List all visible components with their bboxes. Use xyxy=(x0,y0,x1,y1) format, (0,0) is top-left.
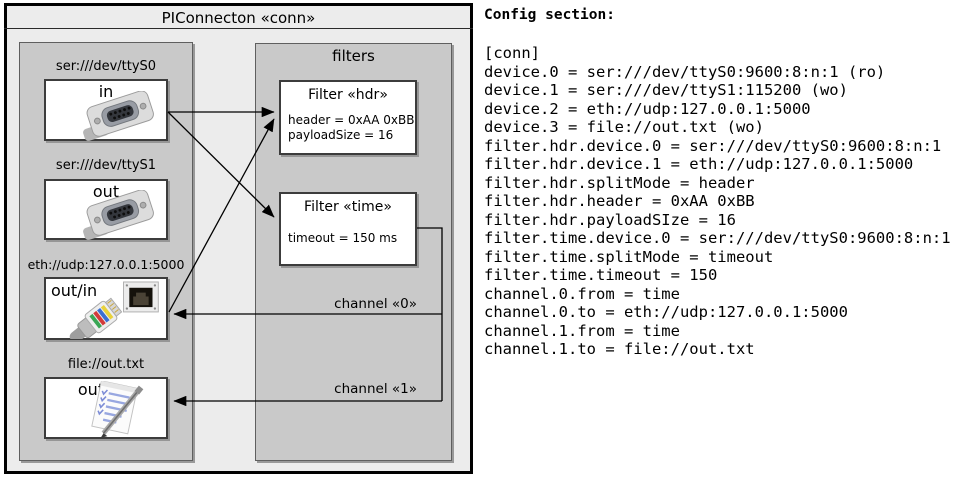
filter-attribute: timeout = 150 ms xyxy=(288,231,398,245)
config-text: [conn] device.0 = ser:///dev/ttyS0:9600:… xyxy=(484,44,951,358)
device-direction: in xyxy=(98,82,114,101)
filter-box-hdr: Filter «hdr» header = 0xAA 0xBB payloadS… xyxy=(279,80,417,155)
device-direction: out xyxy=(92,182,120,201)
frame-title: PIConnecton «conn» xyxy=(161,9,316,27)
device-url-file: file://out.txt xyxy=(67,357,145,372)
serial-connector-icon xyxy=(83,91,154,141)
config-section-heading: Config section: xyxy=(484,7,615,23)
device-url-ttyS0: ser:///dev/ttyS0 xyxy=(55,59,157,74)
channel-1-label: channel «1» xyxy=(334,381,417,397)
device-box-ttyS1: out xyxy=(44,179,168,240)
device-url-ttyS1: ser:///dev/ttyS1 xyxy=(55,158,157,173)
notepad-pen-icon xyxy=(91,381,144,439)
serial-connector-icon xyxy=(83,190,154,240)
device-box-ttyS0: in xyxy=(44,79,168,141)
channel-0-label: channel «0» xyxy=(334,296,417,312)
device-url-eth: eth://udp:127.0.0.1:5000 xyxy=(27,257,185,272)
device-box-file: out xyxy=(44,377,168,439)
pen-icon xyxy=(100,385,144,439)
filter-attribute: payloadSize = 16 xyxy=(288,128,394,142)
device-direction: out/in xyxy=(51,281,98,300)
filter-title: Filter «hdr» xyxy=(308,87,388,103)
filter-title: Filter «time» xyxy=(304,199,392,215)
ethernet-jack-icon xyxy=(123,281,159,313)
ethernet-plug-icon xyxy=(69,297,123,339)
device-box-eth: out/in xyxy=(44,277,168,340)
device-direction: out xyxy=(77,380,105,399)
filter-box-time: Filter «time» timeout = 150 ms xyxy=(279,192,417,266)
ethernet-connector-icon xyxy=(69,281,159,339)
frame-title-bar: PIConnecton «conn» xyxy=(4,3,473,29)
filter-attribute: header = 0xAA 0xBB xyxy=(288,113,415,127)
filters-panel-label: filters xyxy=(332,47,375,65)
